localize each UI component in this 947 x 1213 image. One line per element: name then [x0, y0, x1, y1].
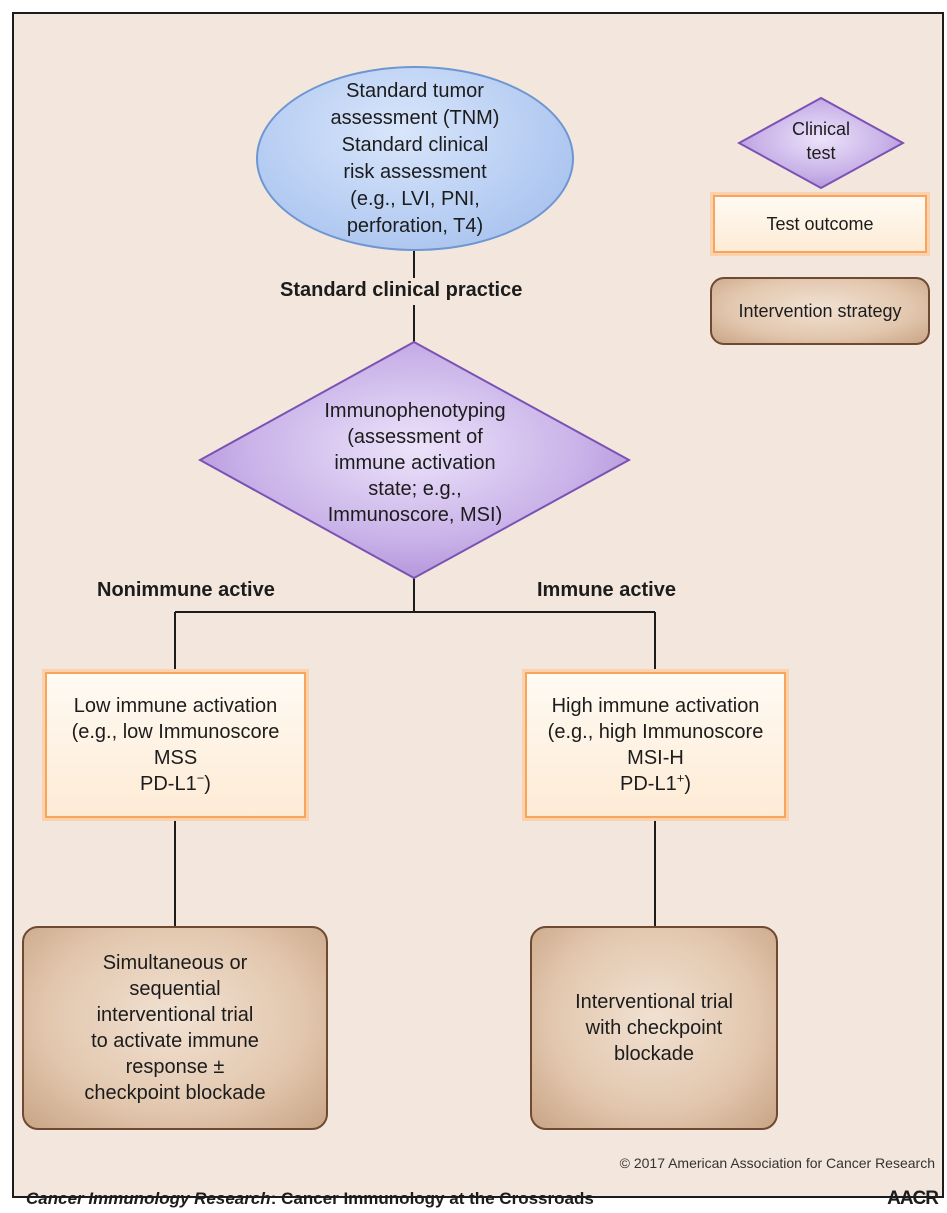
start-node-oval: Standard tumor assessment (TNM) Standard… — [256, 66, 574, 251]
legend-outcome-text: Test outcome — [766, 214, 874, 234]
decision-node-text: Immunophenotyping (assessment of immune … — [324, 400, 506, 526]
outcome-low-text: Low immune activation (e.g., low Immunos… — [71, 695, 280, 795]
strategy-right-text: Interventional trial with checkpoint blo… — [575, 991, 733, 1065]
legend-strategy-text: Intervention strategy — [738, 301, 902, 321]
legend-outcome-box: Test outcome — [713, 195, 927, 253]
copyright-notice: © 2017 American Association for Cancer R… — [619, 1155, 935, 1171]
strategy-left-text: Simultaneous or sequential interventiona… — [84, 952, 266, 1104]
legend-test-text: Clinical test — [791, 119, 851, 163]
outcome-low-immune: Low immune activation (e.g., low Immunos… — [45, 672, 306, 818]
legend-diamond — [737, 96, 905, 190]
label-nonimmune-active: Nonimmune active — [97, 579, 275, 601]
footer-bar: Cancer Immunology Research: Cancer Immun… — [14, 1187, 944, 1213]
legend-strategy-box: Intervention strategy — [710, 277, 930, 345]
publisher-logo: AACR — [887, 1188, 939, 1209]
footer-journal: Cancer Immunology Research — [26, 1189, 271, 1208]
outcome-high-text: High immune activation (e.g., high Immun… — [547, 695, 764, 795]
outcome-low-superscript: − — [196, 770, 205, 786]
decision-diamond — [198, 340, 632, 580]
footer-subtitle: Cancer Immunology at the Crossroads — [276, 1189, 594, 1208]
strategy-left: Simultaneous or sequential interventiona… — [22, 926, 328, 1130]
footer-citation: Cancer Immunology Research: Cancer Immun… — [26, 1189, 594, 1208]
outcome-high-immune: High immune activation (e.g., high Immun… — [525, 672, 786, 818]
outcome-high-superscript: + — [676, 770, 685, 786]
label-standard-practice: Standard clinical practice — [280, 279, 523, 301]
strategy-right: Interventional trial with checkpoint blo… — [530, 926, 778, 1130]
start-node-text: Standard tumor assessment (TNM) Standard… — [330, 79, 500, 237]
label-immune-active: Immune active — [537, 579, 676, 601]
